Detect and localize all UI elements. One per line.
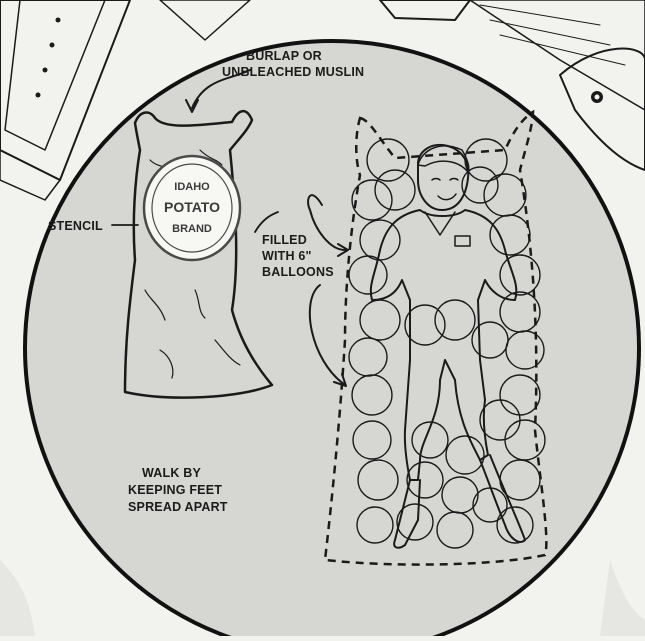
label-filled-line1: FILLED	[262, 233, 307, 247]
label-filled-line2: WITH 6"	[262, 249, 312, 263]
label-filled-line3: BALLOONS	[262, 265, 334, 279]
label-walk-line1: WALK BY	[142, 466, 201, 480]
label-stencil: STENCIL	[48, 219, 103, 233]
stamp-line3: BRAND	[172, 223, 212, 235]
label-burlap-line1: BURLAP OR	[246, 49, 322, 63]
top-center-corner-fragment	[160, 0, 470, 40]
stamp-line1: IDAHO	[174, 181, 210, 193]
label-walk-line3: SPREAD APART	[128, 500, 228, 514]
label-walk-line2: KEEPING FEET	[128, 483, 222, 497]
stencil-stamp: IDAHO POTATO BRAND	[144, 156, 240, 260]
stamp-line2: POTATO	[164, 199, 220, 215]
label-burlap-line2: UNBLEACHED MUSLIN	[222, 65, 364, 79]
